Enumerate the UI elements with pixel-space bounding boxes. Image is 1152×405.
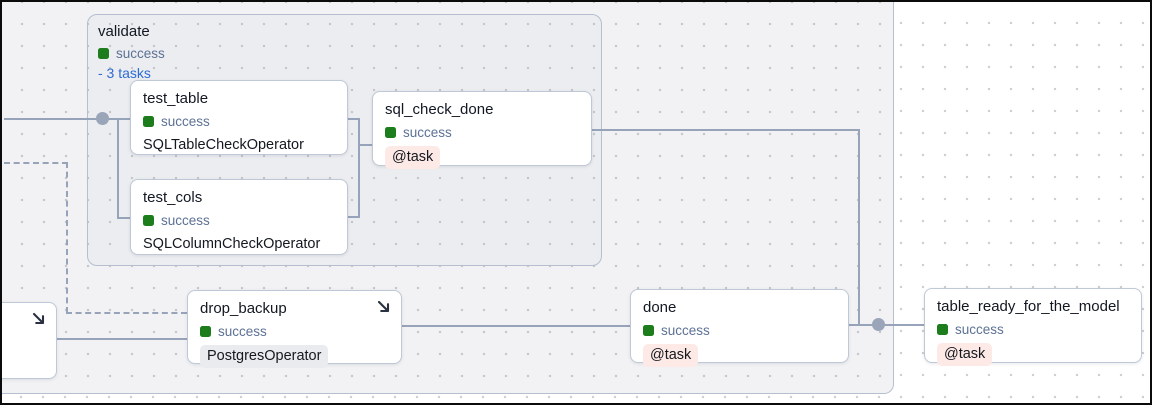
edge-junction-dot [96, 112, 109, 125]
edge-to-test-cols [117, 217, 130, 219]
task-decorator-badge: @task [937, 343, 993, 366]
task-title: drop_backup [200, 300, 287, 317]
status-label: success [161, 113, 210, 129]
edge-sql-check-done-out [592, 129, 860, 131]
success-status-square-icon [200, 325, 211, 337]
task-title: done [643, 299, 677, 316]
task-group-title: validate [98, 23, 150, 40]
status-label: success [116, 45, 165, 61]
task-node-test_table[interactable]: test_table success SQLTableCheckOperator [130, 80, 348, 155]
edge-left-node-to-drop-backup [57, 338, 187, 340]
task-title: table_ready_for_the_model [937, 298, 1120, 315]
task-decorator-badge: @task [385, 146, 441, 169]
task-node-drop_backup[interactable]: drop_backup success PostgresOperator [187, 290, 402, 368]
edge-junction-dot [872, 318, 885, 331]
success-status-square-icon [385, 126, 396, 138]
edge-test-cols-out [348, 216, 360, 218]
edge-upstream-to-junction [4, 118, 130, 120]
task-title: sql_check_done [385, 101, 494, 118]
task-status: success [200, 321, 389, 341]
task-group-header: validate success - 3 tasks [98, 21, 165, 84]
status-label: success [403, 124, 452, 140]
task-status: success [143, 111, 335, 131]
status-label: success [218, 323, 267, 339]
task-status: success [385, 122, 579, 142]
arrow-down-right-icon[interactable] [375, 298, 392, 315]
task-status: success [643, 320, 836, 340]
task-decorator-badge: @task [643, 344, 699, 367]
dashed-edge-vertical [66, 162, 68, 313]
task-node-done[interactable]: done success @task [630, 289, 849, 367]
operator-badge: PostgresOperator [200, 345, 329, 368]
status-label: success [955, 321, 1004, 337]
task-title: test_cols [143, 189, 203, 206]
task-group-status: success [98, 43, 165, 63]
task-node-partial-left[interactable] [2, 302, 57, 379]
success-status-square-icon [143, 214, 154, 226]
task-status: success [143, 210, 335, 230]
operator-label: SQLColumnCheckOperator [143, 236, 321, 252]
success-status-square-icon [98, 47, 109, 59]
dashed-edge-horizontal-top [4, 162, 68, 164]
edge-merge-vertical [358, 118, 360, 218]
edge-junction-down [117, 118, 119, 219]
edge-test-table-out [348, 118, 360, 120]
arrow-down-right-icon[interactable] [30, 310, 47, 327]
operator-label: SQLTableCheckOperator [143, 137, 304, 153]
success-status-square-icon [143, 115, 154, 127]
status-label: success [161, 212, 210, 228]
task-node-table_ready_for_the_model[interactable]: table_ready_for_the_model success @task [924, 288, 1142, 366]
dashed-edge-to-drop-backup [66, 312, 187, 314]
edge-done-to-table-ready [849, 324, 924, 326]
status-label: success [661, 322, 710, 338]
success-status-square-icon [643, 324, 654, 336]
task-title: test_table [143, 90, 209, 107]
task-node-test_cols[interactable]: test_cols success SQLColumnCheckOperator [130, 179, 348, 255]
edge-drop-backup-to-done [402, 325, 630, 327]
task-node-sql_check_done[interactable]: sql_check_done success @task [372, 91, 592, 169]
edge-to-sql-check-done [358, 144, 372, 146]
edge-sql-check-done-down [858, 129, 860, 325]
task-status: success [937, 319, 1129, 339]
success-status-square-icon [937, 323, 948, 335]
collapse-tasks-link[interactable]: - 3 tasks [98, 65, 151, 81]
